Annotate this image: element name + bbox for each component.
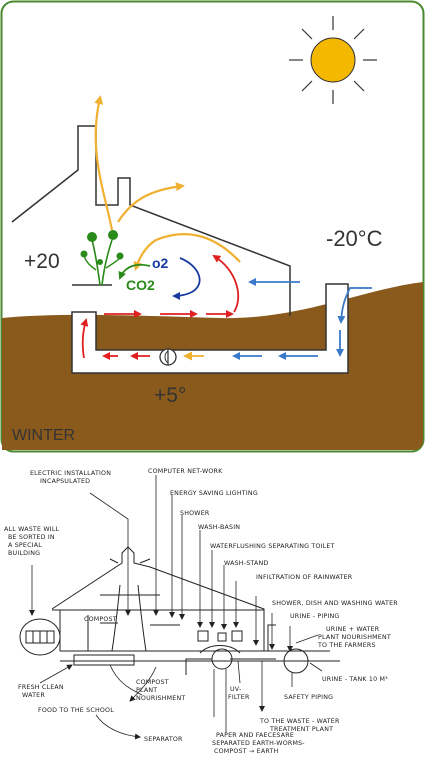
label-freshwater-2: WATER: [22, 692, 45, 699]
label-electric-1: ELECTRIC INSTALLATION: [30, 470, 111, 477]
underground-duct: [71, 283, 349, 374]
o2-arrow-loop: [172, 257, 201, 300]
winter-ventilation-diagram: +20 -20°C +5° o2 CO2 WINTER: [0, 0, 425, 453]
sun-icon: [289, 16, 377, 104]
fan-icon: [159, 348, 177, 366]
label-waste-3: A SPECIAL: [8, 542, 42, 549]
label-washstand: WASH-STAND: [224, 560, 268, 567]
label-compostplant-1: COMPOST: [136, 679, 169, 686]
label-urineplant-2: PLANT NOURISHMENT: [318, 634, 391, 641]
label-paper-1: PAPER AND FAECESARE: [216, 732, 294, 739]
plant-icon: [80, 230, 124, 286]
cold-arrow-intake: [337, 287, 372, 324]
label-uvfilter-2: FILTER: [228, 694, 250, 701]
label-energy: ENERGY SAVING LIGHTING: [170, 490, 258, 497]
co2-arrow: [118, 263, 151, 280]
waste-sorting-icon: [19, 618, 61, 656]
label-toilet: WATERFLUSHING SEPARATING TOILET: [210, 543, 335, 550]
ground-temp: +5°: [154, 384, 186, 407]
sanitation-sketch: ELECTRIC INSTALLATION INCAPSULATED COMPU…: [4, 468, 398, 755]
label-urinetank: URINE - TANK 10 M³: [322, 676, 388, 683]
house-outline: [11, 125, 291, 316]
label-rainwater: INFILTRATION OF RAINWATER: [256, 574, 353, 581]
house-sketch: [51, 546, 340, 675]
o2-label: o2: [152, 255, 169, 271]
exhaust-arrow-chimney: [94, 95, 114, 231]
label-compostplant-2: PLANT: [136, 687, 157, 694]
label-urineplant-1: URINE + WATER: [326, 626, 380, 633]
label-urineplant-3: TO THE FARMERS: [317, 642, 376, 649]
label-waste-1: ALL WASTE WILL: [4, 526, 60, 533]
label-showerdish: SHOWER, DISH AND WASHING WATER: [272, 600, 398, 607]
label-waste-4: BUILDING: [8, 550, 40, 557]
label-compostplant-3: NOURISHMENT: [136, 695, 185, 702]
label-treatment-1: TO THE WASTE - WATER: [259, 718, 340, 725]
label-safety: SAFETY PIPING: [284, 694, 333, 701]
indoor-temp: +20: [24, 250, 60, 273]
label-separator: SEPARATOR: [144, 736, 183, 743]
warm-arrow-up: [80, 318, 89, 359]
warm-arrow-loop: [212, 254, 240, 313]
label-paper-3: COMPOST → EARTH: [214, 748, 279, 755]
label-waste-2: BE SORTED IN: [8, 534, 55, 541]
outdoor-temp: -20°C: [326, 226, 383, 251]
label-freshwater-1: FRESH CLEAN: [18, 684, 64, 691]
co2-label: CO2: [126, 277, 155, 293]
label-computer: COMPUTER NET-WORK: [148, 468, 223, 475]
label-uvfilter-1: UV-: [230, 686, 241, 693]
panel-title: WINTER: [12, 427, 75, 444]
label-treatment-2: TREATMENT PLANT: [269, 726, 333, 733]
label-electric-2: INCAPSULATED: [40, 478, 90, 485]
label-food: FOOD TO THE SCHOOL: [38, 707, 114, 714]
label-shower: SHOWER: [180, 510, 210, 517]
label-urinepiping: URINE - PIPING: [290, 613, 340, 620]
label-washbasin: WASH-BASIN: [198, 524, 240, 531]
leader-lines: [29, 475, 323, 740]
exhaust-arrow-inner: [133, 233, 241, 271]
label-compost-box: COMPOST: [84, 616, 117, 623]
label-paper-2: SEPARATED EARTH-WORMS-: [212, 740, 305, 747]
exhaust-arrow-roof: [117, 182, 185, 223]
